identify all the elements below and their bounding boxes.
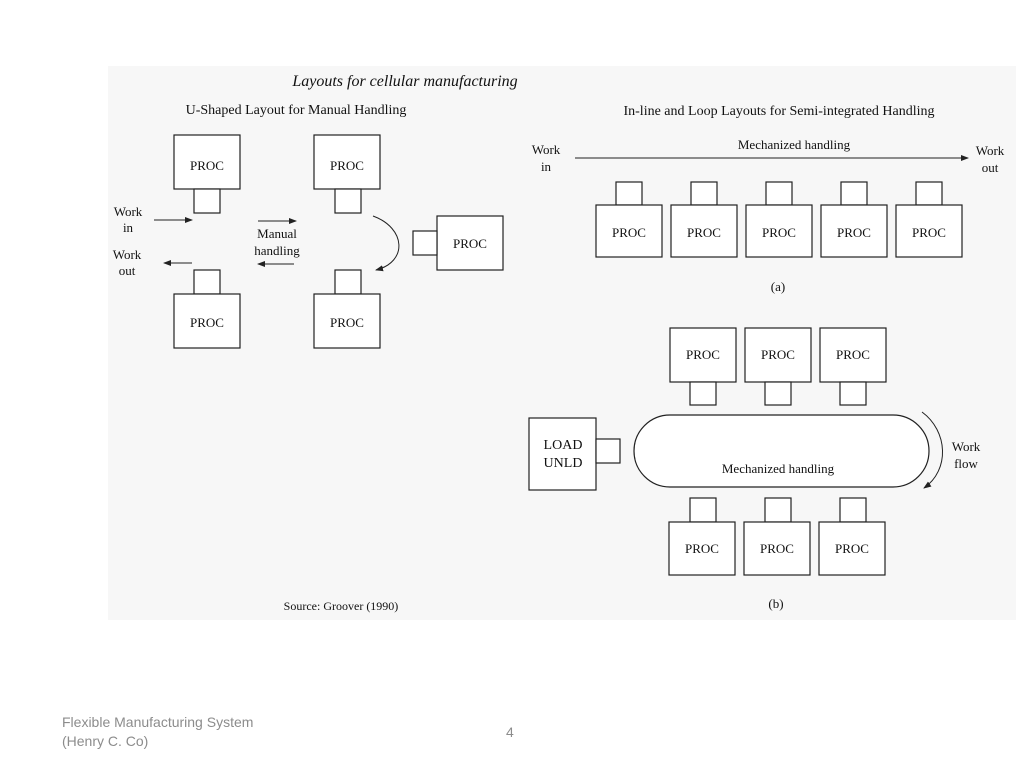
proc-label: PROC bbox=[687, 225, 721, 240]
proc-station-inline-2: PROC bbox=[670, 181, 738, 258]
proc-station-loop-bottom-2: PROC bbox=[743, 497, 811, 576]
proc-label: PROC bbox=[837, 225, 871, 240]
u-work-out-label-1: Work bbox=[113, 247, 142, 262]
mechanized-handling-loop bbox=[633, 414, 930, 488]
proc-label: PROC bbox=[762, 225, 796, 240]
inline-work-in-label-2: in bbox=[541, 159, 552, 174]
proc-station-loop-top-2: PROC bbox=[744, 327, 812, 406]
footer-line-1: Flexible Manufacturing System bbox=[62, 714, 254, 730]
proc-station-loop-top-3: PROC bbox=[819, 327, 887, 406]
manual-handling-label-2: handling bbox=[254, 243, 300, 258]
cellular-layouts-figure: Layouts for cellular manufacturing U-Sha… bbox=[108, 66, 1016, 620]
proc-station-inline-5: PROC bbox=[895, 181, 963, 258]
u-shaped-heading: U-Shaped Layout for Manual Handling bbox=[186, 103, 407, 118]
proc-label: PROC bbox=[685, 541, 719, 556]
proc-label: PROC bbox=[836, 347, 870, 362]
work-flow-label-2: flow bbox=[954, 456, 978, 471]
load-label: LOAD bbox=[544, 438, 583, 453]
figure-title: Layouts for cellular manufacturing bbox=[291, 73, 517, 90]
work-flow-label-1: Work bbox=[952, 439, 981, 454]
proc-label: PROC bbox=[330, 315, 364, 330]
proc-station-loop-top-1: PROC bbox=[669, 327, 737, 406]
proc-label: PROC bbox=[760, 541, 794, 556]
proc-label: PROC bbox=[453, 236, 487, 251]
proc-station-inline-1: PROC bbox=[595, 181, 663, 258]
proc-label: PROC bbox=[330, 158, 364, 173]
load-unload-station: LOAD UNLD bbox=[528, 417, 621, 491]
proc-station-u-bottom-left: PROC bbox=[173, 269, 241, 349]
proc-label: PROC bbox=[190, 315, 224, 330]
caption-a: (a) bbox=[771, 279, 785, 294]
work-flow-arrow bbox=[921, 411, 943, 489]
proc-station-u-bottom-right: PROC bbox=[313, 269, 381, 349]
mechanized-handling-label-a: Mechanized handling bbox=[738, 137, 851, 152]
proc-station-loop-bottom-3: PROC bbox=[818, 497, 886, 576]
proc-station-u-top-left: PROC bbox=[173, 134, 241, 214]
u-work-in-label-1: Work bbox=[114, 204, 143, 219]
proc-station-inline-3: PROC bbox=[745, 181, 813, 258]
proc-station-inline-4: PROC bbox=[820, 181, 888, 258]
unld-label: UNLD bbox=[544, 456, 583, 471]
proc-label: PROC bbox=[190, 158, 224, 173]
proc-label: PROC bbox=[835, 541, 869, 556]
proc-label: PROC bbox=[912, 225, 946, 240]
diagram-canvas: Layouts for cellular manufacturing U-Sha… bbox=[113, 73, 1005, 613]
mechanized-handling-label-b: Mechanized handling bbox=[722, 461, 835, 476]
manual-handling-label-1: Manual bbox=[257, 226, 297, 241]
u-turn-arrow bbox=[372, 215, 400, 272]
proc-label: PROC bbox=[761, 347, 795, 362]
page-number: 4 bbox=[506, 724, 514, 740]
inline-work-out-label-2: out bbox=[982, 160, 999, 175]
proc-station-u-right: PROC bbox=[412, 215, 504, 271]
u-work-out-label-2: out bbox=[119, 263, 136, 278]
proc-station-loop-bottom-1: PROC bbox=[668, 497, 736, 576]
proc-station-u-top-right: PROC bbox=[313, 134, 381, 214]
figure-source: Source: Groover (1990) bbox=[284, 599, 399, 613]
inline-loop-heading: In-line and Loop Layouts for Semi-integr… bbox=[623, 104, 934, 119]
u-work-in-label-2: in bbox=[123, 220, 134, 235]
proc-label: PROC bbox=[686, 347, 720, 362]
footer-text: Flexible Manufacturing System (Henry C. … bbox=[62, 713, 253, 751]
inline-work-out-label-1: Work bbox=[976, 143, 1005, 158]
footer-line-2: (Henry C. Co) bbox=[62, 733, 149, 749]
proc-label: PROC bbox=[612, 225, 646, 240]
inline-work-in-label-1: Work bbox=[532, 142, 561, 157]
caption-b: (b) bbox=[768, 596, 783, 611]
